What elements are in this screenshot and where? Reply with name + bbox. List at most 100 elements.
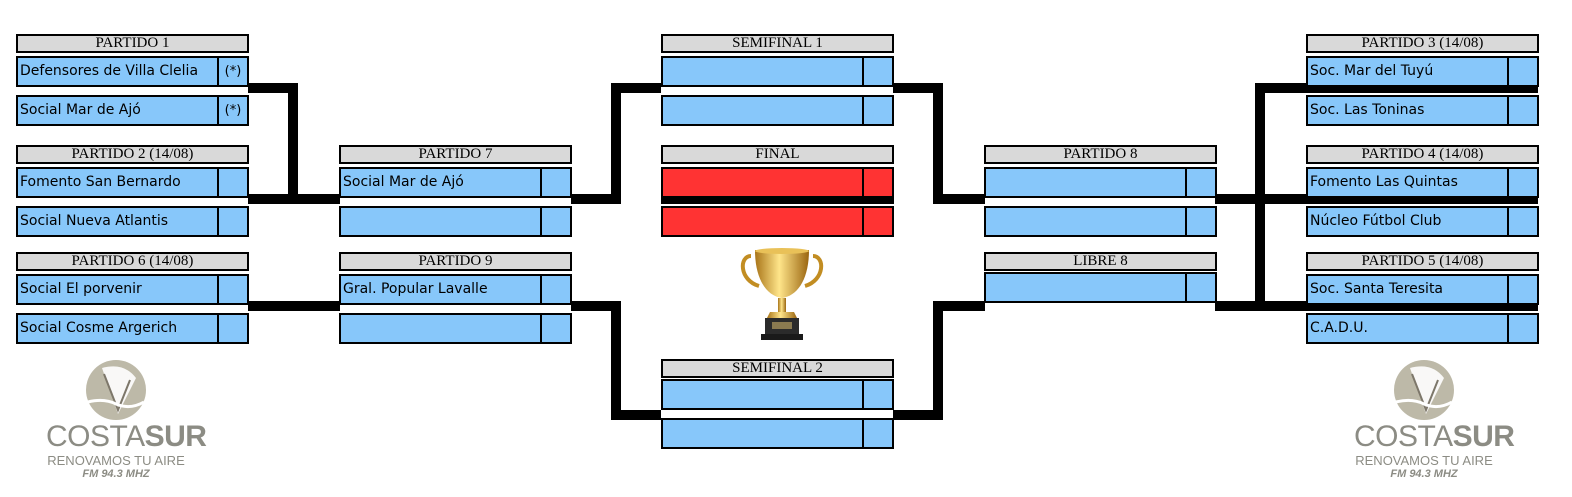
match-partido-2: PARTIDO 2 (14/08) Fomento San Bernardo S… bbox=[16, 145, 249, 237]
logo-frequency: FM 94.3 MHZ bbox=[82, 468, 150, 480]
connector-line bbox=[1307, 194, 1538, 204]
match-partido-7: PARTIDO 7 Social Mar de Ajó bbox=[339, 145, 572, 237]
team-slot[interactable]: Soc. Las Toninas bbox=[1306, 95, 1539, 126]
match-title: LIBRE 8 bbox=[984, 252, 1217, 271]
team-score bbox=[1507, 208, 1537, 235]
brand-bold-text: SUR bbox=[144, 420, 207, 453]
team-name: Social Mar de Ajó bbox=[20, 102, 141, 118]
match-partido-3: PARTIDO 3 (14/08) Soc. Mar del Tuyú Soc.… bbox=[1306, 34, 1539, 126]
match-title: PARTIDO 9 bbox=[339, 252, 572, 271]
team-slot[interactable] bbox=[339, 313, 572, 344]
team-score bbox=[217, 276, 247, 303]
match-libre-8: LIBRE 8 bbox=[984, 252, 1217, 305]
team-slot[interactable]: Social Nueva Atlantis bbox=[16, 206, 249, 237]
connector-line bbox=[933, 301, 985, 311]
logo-frequency: FM 94.3 MHZ bbox=[1390, 468, 1458, 480]
logo-slogan: RENOVAMOS TU AIRE bbox=[47, 453, 185, 468]
team-slot[interactable]: Fomento Las Quintas bbox=[1306, 167, 1539, 198]
radio-wave-icon bbox=[86, 360, 146, 420]
team-slot[interactable]: Soc. Mar del Tuyú bbox=[1306, 56, 1539, 87]
team-score bbox=[217, 169, 247, 196]
team-slot[interactable]: Gral. Popular Lavalle bbox=[339, 274, 572, 305]
team-name bbox=[663, 381, 862, 408]
team-score bbox=[862, 381, 892, 408]
team-slot[interactable]: Fomento San Bernardo bbox=[16, 167, 249, 198]
team-name: Defensores de Villa Clelia bbox=[20, 63, 199, 79]
match-title: FINAL bbox=[661, 145, 894, 164]
match-partido-9: PARTIDO 9 Gral. Popular Lavalle bbox=[339, 252, 572, 344]
team-slot[interactable] bbox=[661, 418, 894, 449]
team-slot[interactable] bbox=[339, 206, 572, 237]
team-score bbox=[862, 208, 892, 235]
connector-line bbox=[933, 83, 943, 204]
team-slot[interactable]: Social Cosme Argerich bbox=[16, 313, 249, 344]
team-score bbox=[1185, 169, 1215, 196]
team-name bbox=[663, 208, 862, 235]
team-slot[interactable] bbox=[661, 167, 894, 198]
team-name bbox=[341, 208, 540, 235]
team-score bbox=[540, 276, 570, 303]
match-semifinal-1: SEMIFINAL 1 bbox=[661, 34, 894, 126]
team-slot[interactable]: Soc. Santa Teresita bbox=[1306, 274, 1539, 305]
team-score bbox=[862, 97, 892, 124]
team-slot[interactable] bbox=[661, 95, 894, 126]
team-name: Social Nueva Atlantis bbox=[20, 213, 169, 229]
match-partido-8: PARTIDO 8 bbox=[984, 145, 1217, 237]
match-title: SEMIFINAL 2 bbox=[661, 359, 894, 378]
team-name: Fomento Las Quintas bbox=[1310, 174, 1458, 190]
radio-wave-icon bbox=[1394, 360, 1454, 420]
team-score bbox=[540, 169, 570, 196]
team-score bbox=[1185, 274, 1215, 301]
team-score bbox=[540, 315, 570, 342]
team-name bbox=[663, 420, 862, 447]
team-slot[interactable] bbox=[661, 56, 894, 87]
team-score bbox=[1507, 276, 1537, 303]
connector-line bbox=[611, 301, 621, 420]
team-score bbox=[217, 208, 247, 235]
team-name bbox=[663, 97, 862, 124]
team-name: Social Mar de Ajó bbox=[343, 174, 464, 190]
team-slot[interactable] bbox=[984, 167, 1217, 198]
team-slot[interactable] bbox=[984, 206, 1217, 237]
team-name: C.A.D.U. bbox=[1310, 320, 1368, 336]
team-slot[interactable]: C.A.D.U. bbox=[1306, 313, 1539, 344]
team-slot[interactable]: Social Mar de Ajó (*) bbox=[16, 95, 249, 126]
brand-light-text: COSTA bbox=[1354, 420, 1453, 453]
brand-light-text: COSTA bbox=[46, 420, 145, 453]
team-name: Social El porvenir bbox=[20, 281, 142, 297]
match-partido-5: PARTIDO 5 (14/08) Soc. Santa Teresita C.… bbox=[1306, 252, 1539, 344]
team-slot[interactable] bbox=[661, 206, 894, 237]
team-slot[interactable]: Social El porvenir bbox=[16, 274, 249, 305]
team-score bbox=[1507, 97, 1537, 124]
team-name bbox=[663, 58, 862, 85]
team-name: Gral. Popular Lavalle bbox=[343, 281, 488, 297]
match-semifinal-2: SEMIFINAL 2 bbox=[661, 359, 894, 451]
team-name bbox=[986, 208, 1185, 235]
team-slot[interactable] bbox=[984, 272, 1217, 303]
team-slot[interactable]: Núcleo Fútbol Club bbox=[1306, 206, 1539, 237]
logo-slogan: RENOVAMOS TU AIRE bbox=[1355, 453, 1493, 468]
connector-line bbox=[248, 301, 340, 311]
team-score bbox=[540, 208, 570, 235]
team-slot[interactable]: Social Mar de Ajó bbox=[339, 167, 572, 198]
team-slot[interactable] bbox=[661, 379, 894, 410]
match-title: PARTIDO 7 bbox=[339, 145, 572, 164]
team-name: Núcleo Fútbol Club bbox=[1310, 213, 1442, 229]
team-score bbox=[862, 58, 892, 85]
match-title: PARTIDO 4 (14/08) bbox=[1306, 145, 1539, 164]
connector-line bbox=[611, 83, 661, 93]
team-score bbox=[862, 169, 892, 196]
team-name bbox=[663, 169, 862, 196]
match-title: PARTIDO 6 (14/08) bbox=[16, 252, 249, 271]
connector-line bbox=[933, 194, 985, 204]
costasur-logo: COSTASUR RENOVAMOS TU AIRE FM 94.3 MHZ bbox=[1354, 358, 1515, 488]
match-final: FINAL bbox=[661, 145, 894, 237]
team-name: Soc. Las Toninas bbox=[1310, 102, 1425, 118]
team-slot[interactable]: Defensores de Villa Clelia (*) bbox=[16, 56, 249, 87]
match-partido-1: PARTIDO 1 Defensores de Villa Clelia (*)… bbox=[16, 34, 249, 126]
match-partido-6: PARTIDO 6 (14/08) Social El porvenir Soc… bbox=[16, 252, 249, 344]
team-name: Social Cosme Argerich bbox=[20, 320, 178, 336]
match-title: PARTIDO 3 (14/08) bbox=[1306, 34, 1539, 53]
connector-line bbox=[611, 83, 621, 204]
match-title: PARTIDO 8 bbox=[984, 145, 1217, 164]
